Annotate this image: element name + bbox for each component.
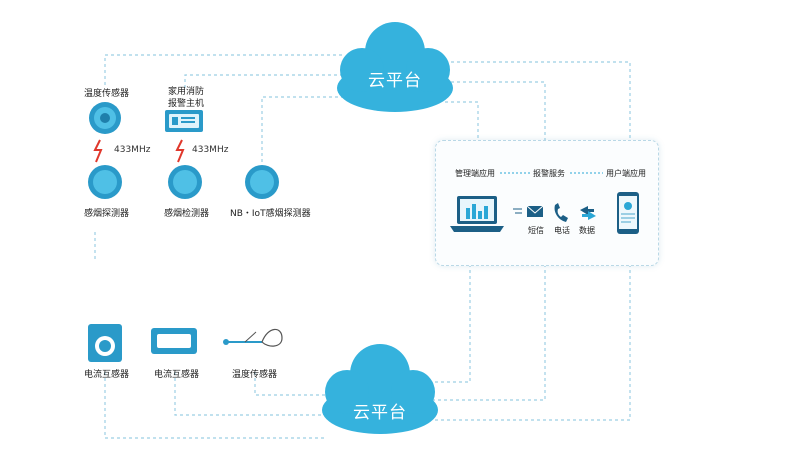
frequency-label-2: 433MHz	[192, 145, 229, 155]
temp-sensor-bottom-label: 温度传感器	[232, 370, 278, 380]
cloud-top-label: 云平台	[368, 71, 422, 91]
cloud-bottom-label: 云平台	[353, 403, 407, 423]
phone-label: 电话	[554, 226, 570, 235]
sms-label: 短信	[528, 226, 544, 235]
current-transformer-2-label: 电流互感器	[154, 370, 200, 380]
frequency-label-1: 433MHz	[114, 145, 151, 155]
current-transformer-1-label: 电流互感器	[84, 370, 130, 380]
user-app-label: 用户端应用	[606, 169, 646, 178]
alarm-service-label: 报警服务	[533, 169, 565, 178]
data-label: 数据	[579, 226, 595, 235]
temp-sensor-top-label: 温度传感器	[84, 89, 130, 99]
nb-iot-label: NB・IoT感烟探测器	[230, 209, 311, 219]
fire-host-label-line2: 报警主机	[168, 99, 205, 109]
smoke-detector-label: 感烟检测器	[164, 209, 210, 219]
mgmt-app-label: 管理端应用	[455, 169, 495, 178]
smoke-probe-label: 感烟探测器	[84, 209, 130, 219]
fire-host-label-line1: 家用消防	[168, 87, 205, 97]
